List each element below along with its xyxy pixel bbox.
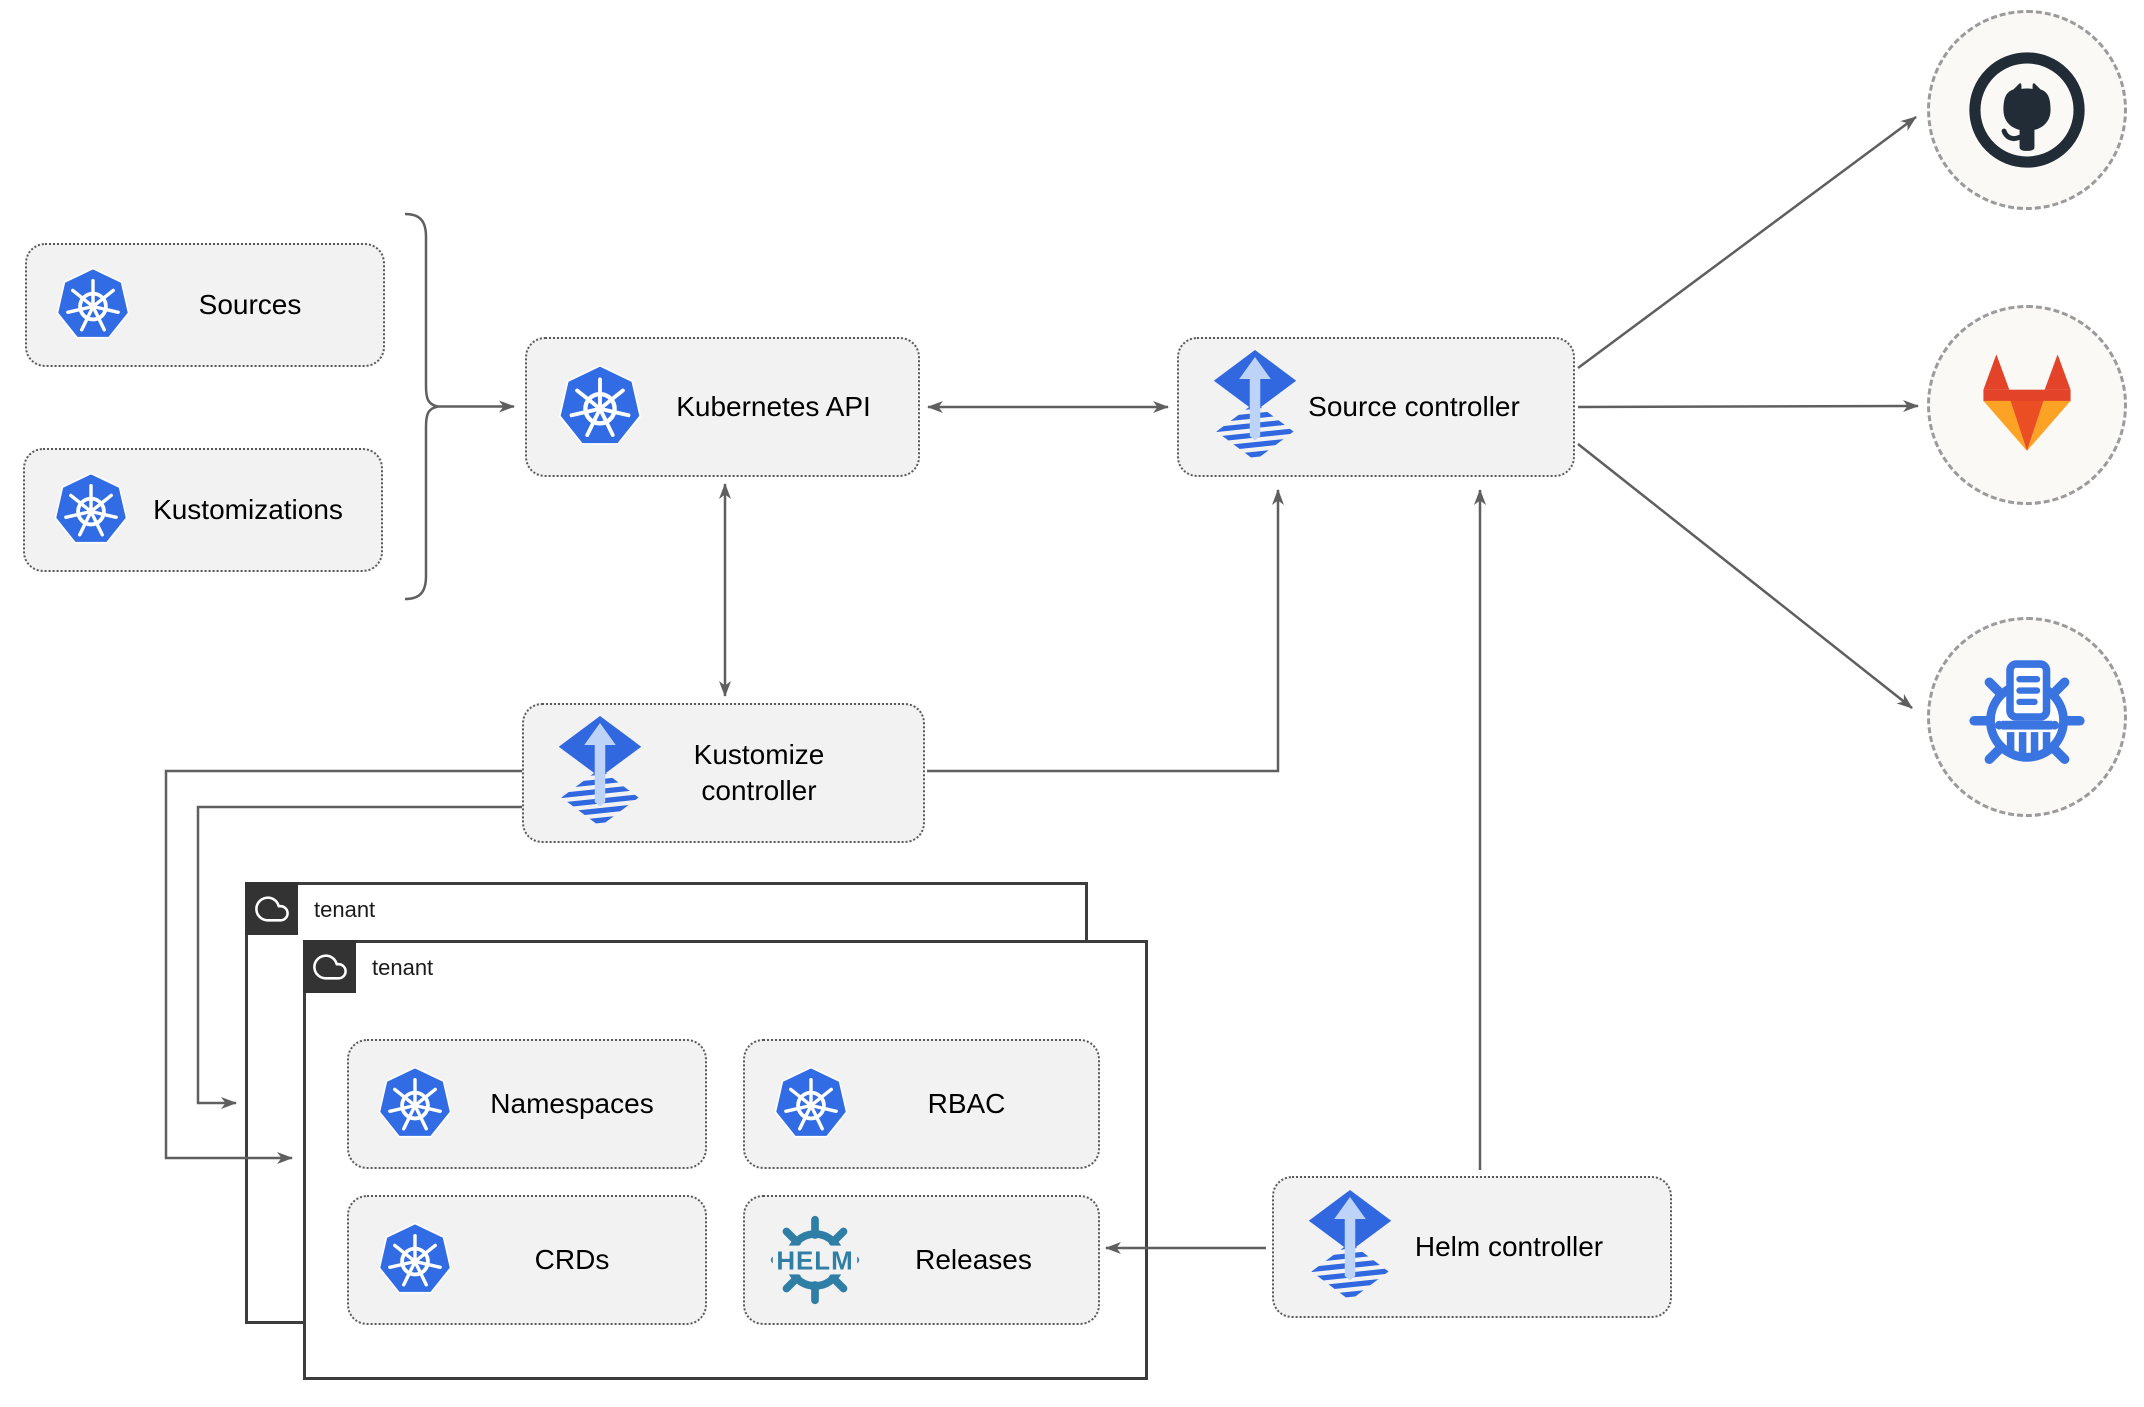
flux-icon [556, 716, 644, 830]
tenant-front-header [303, 940, 356, 993]
helm-controller-label: Helm controller [1414, 1230, 1604, 1262]
kubernetes-icon [557, 364, 643, 450]
kubernetes-icon [55, 267, 131, 343]
kubernetes-icon [377, 1066, 453, 1142]
rbac-label: RBAC [927, 1087, 1006, 1119]
kustomizations-label: Kustomizations [153, 493, 343, 525]
releases-label: Releases [915, 1243, 1032, 1275]
source-controller-node: Source controller [1177, 337, 1575, 477]
helm-wheel-text: HELM [776, 1248, 853, 1276]
kubernetes-api-label: Kubernetes API [676, 390, 871, 422]
namespaces-label: Namespaces [490, 1087, 654, 1119]
arrow-source-to-gitlab [1577, 400, 1919, 413]
arrow-source-to-helm-repository [1577, 443, 1913, 709]
helm-repository-icon [1964, 654, 2090, 780]
tenant-front-label: tenant [372, 955, 434, 980]
namespaces-node: Namespaces [347, 1039, 707, 1169]
cloud-icon [313, 950, 347, 984]
tenant-back-header [245, 882, 298, 935]
helm-controller-node: Helm controller [1272, 1176, 1672, 1318]
sources-group-brace [404, 212, 439, 601]
arrow-kustomize-to-source-controller [927, 489, 1284, 773]
flux-icon [1306, 1190, 1394, 1304]
releases-node: HELM Releases [743, 1195, 1100, 1325]
kustomize-controller-label: Kustomize controller [693, 738, 825, 806]
flux-icon [1211, 350, 1299, 464]
source-controller-label: Source controller [1308, 390, 1520, 422]
sources-label: Sources [198, 288, 302, 320]
helm-repository-endpoint [1927, 617, 2127, 817]
gitlab-icon [1968, 352, 2086, 458]
github-endpoint [1927, 10, 2127, 210]
kustomize-controller-node: Kustomize controller [522, 703, 925, 843]
crds-node: CRDs [347, 1195, 707, 1325]
kubernetes-icon [377, 1222, 453, 1298]
tenant-back-label: tenant [314, 897, 376, 922]
cloud-icon [255, 892, 289, 926]
arrow-source-to-github [1577, 115, 1917, 370]
gitlab-endpoint [1927, 305, 2127, 505]
crds-label: CRDs [534, 1243, 610, 1275]
kubernetes-api-node: Kubernetes API [525, 337, 920, 477]
helm-wheel-icon: HELM [767, 1207, 863, 1313]
tenant-panel-front: tenant Namespaces RBAC CRDs [303, 940, 1148, 1380]
kustomizations-node: Kustomizations [23, 448, 383, 572]
github-icon [1965, 48, 2089, 172]
sources-node: Sources [25, 243, 385, 367]
rbac-node: RBAC [743, 1039, 1100, 1169]
kubernetes-icon [53, 472, 129, 548]
kubernetes-icon [773, 1066, 849, 1142]
